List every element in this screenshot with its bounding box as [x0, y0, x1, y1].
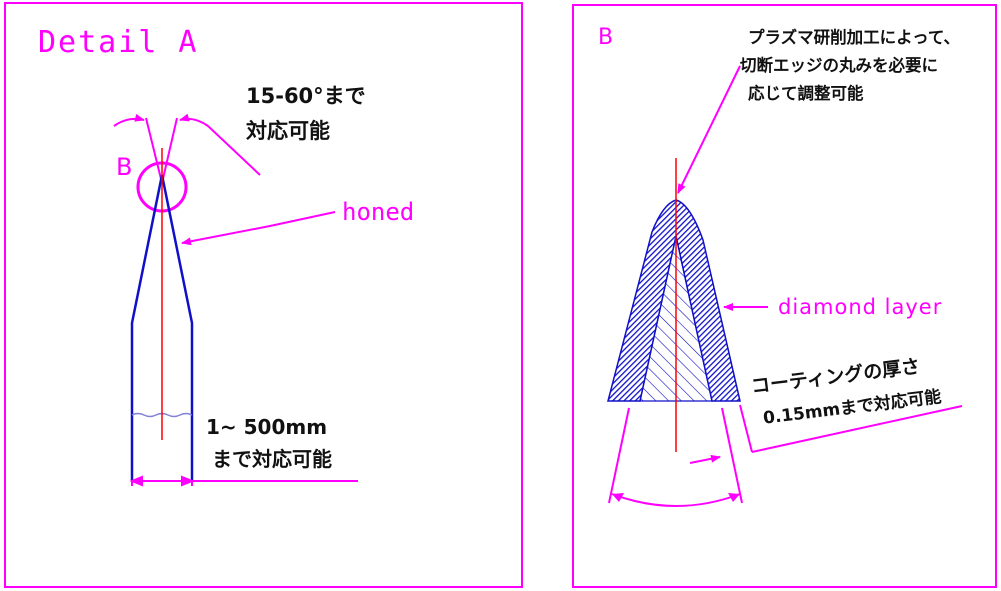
angle-note-line1: 15-60°まで	[246, 84, 366, 108]
angle-note-line2: 対応可能	[246, 119, 330, 143]
honed-leader	[181, 211, 336, 246]
diamond-layer	[607, 199, 741, 402]
left-panel-frame	[4, 2, 523, 588]
left-panel-title: Detail A	[38, 25, 199, 60]
right-panel-title: B	[598, 25, 613, 50]
coating-note-line1: コーティングの厚さ	[750, 354, 921, 398]
detail-circle-label: B	[116, 153, 132, 181]
honed-label: honed	[342, 198, 414, 226]
diameter-dimension	[129, 475, 358, 487]
plasma-leader	[677, 65, 741, 194]
length-note-line2: まで対応可能	[212, 447, 332, 471]
plasma-note-line3: 応じて調整可能	[748, 83, 864, 103]
diamond-label: diamond layer	[778, 295, 942, 319]
length-note-line1: 1~ 500mm	[206, 415, 327, 439]
arc-arrow-left	[612, 493, 624, 502]
extension-lines	[608, 404, 963, 504]
plasma-note-line1: プラズマ研削加工によって、	[748, 27, 960, 47]
arc-arrow-right	[728, 493, 740, 502]
angle-dimension	[113, 113, 261, 184]
bottom-angle-arc	[611, 493, 741, 507]
right-panel-frame	[572, 4, 997, 588]
plasma-note-line2: 切断エッジの丸みを必要に	[740, 55, 938, 75]
